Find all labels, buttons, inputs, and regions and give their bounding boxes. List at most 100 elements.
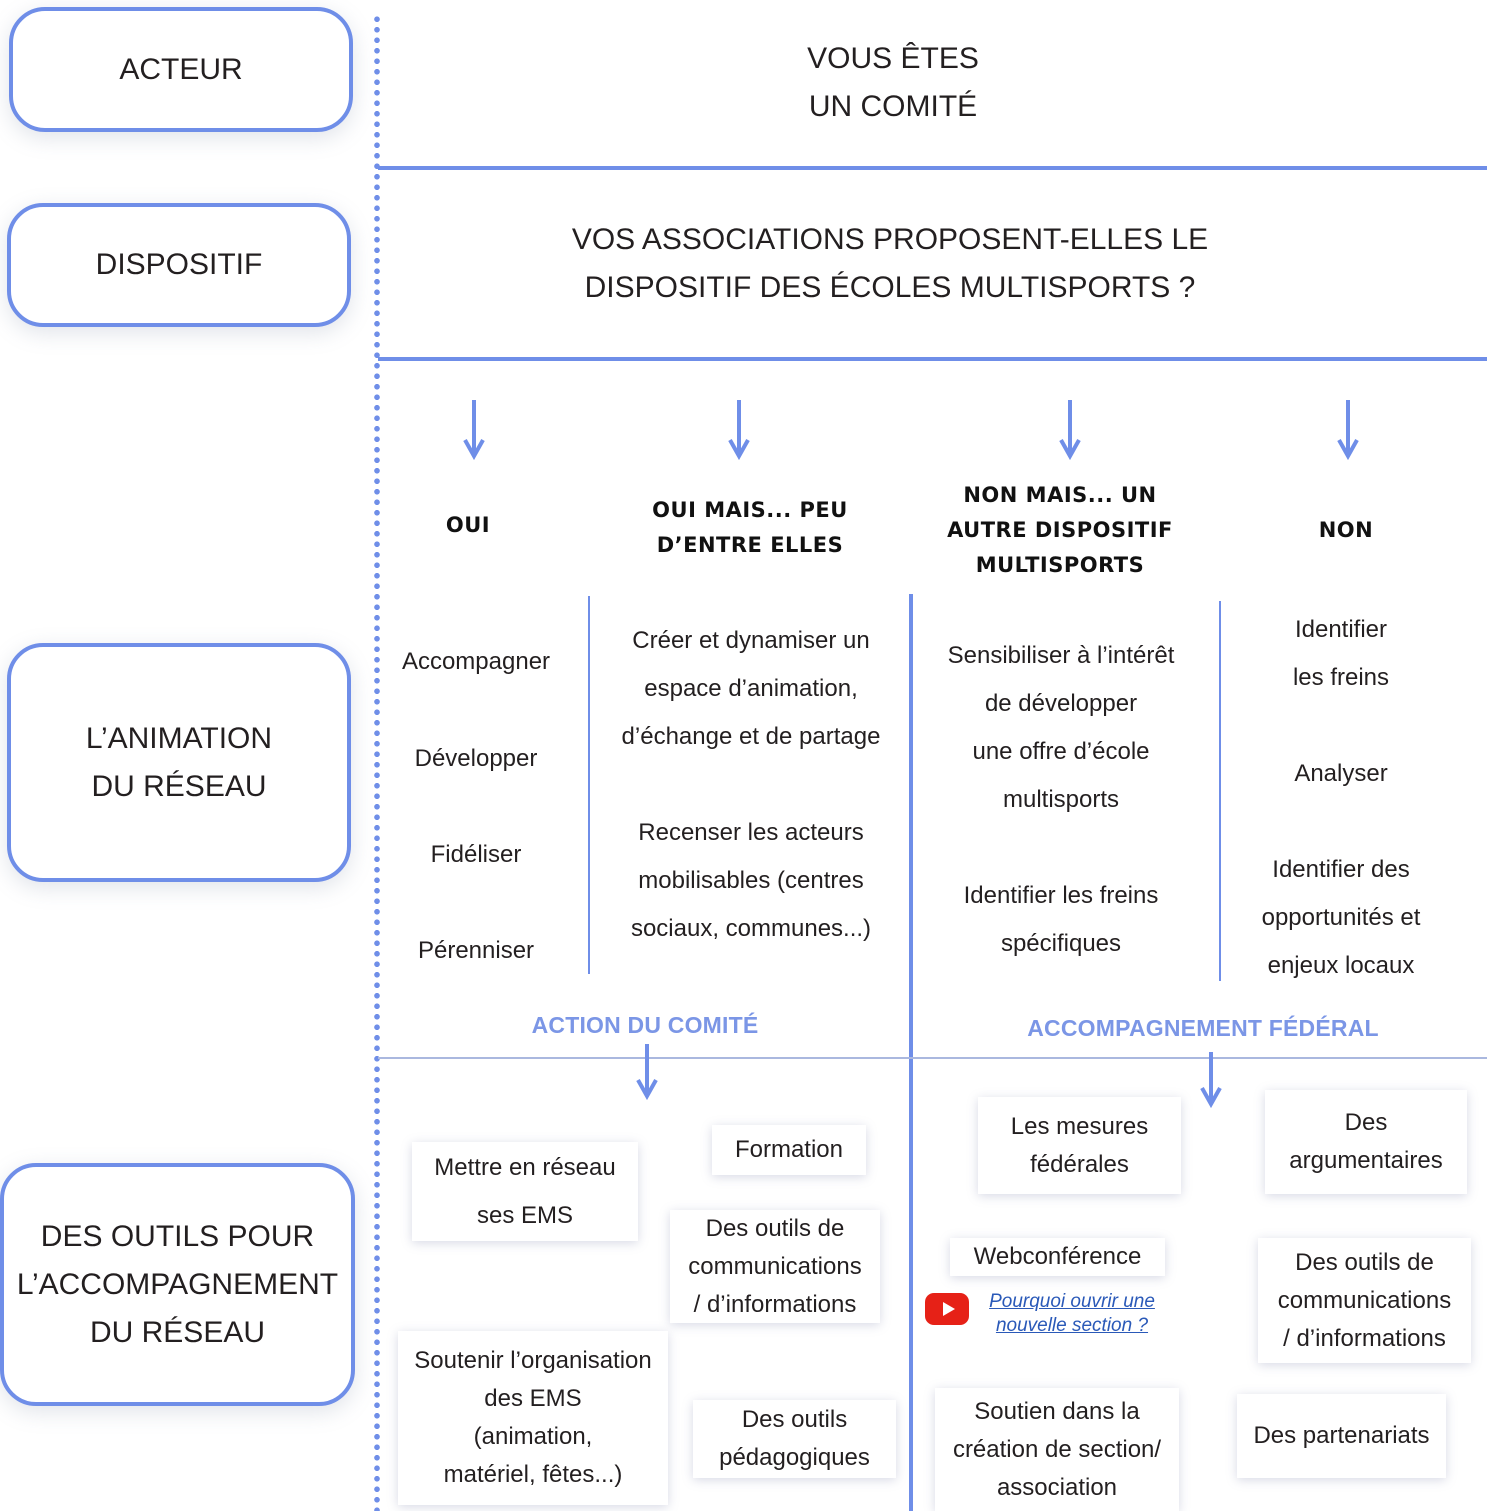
action-item: Accompagner: [401, 648, 551, 675]
column-title-non-mais: NON MAIS... UN AUTRE DISPOSITIF MULTISPO…: [915, 478, 1205, 583]
action-item-line: Identifier des: [1272, 856, 1410, 883]
tool-line: / d’informations: [693, 1290, 857, 1318]
tool-line: Les mesures: [1010, 1112, 1149, 1140]
video-link-line[interactable]: nouvelle section ?: [995, 1315, 1149, 1336]
dotted-separator: [374, 14, 380, 1511]
tool-pedagogy: Des outils pédagogiques: [693, 1400, 896, 1478]
action-item-line: opportunités et: [1261, 904, 1421, 931]
section-label-federal: ACCOMPAGNEMENT FÉDÉRAL: [1027, 1015, 1379, 1041]
video-link[interactable]: Pourquoi ouvrir une nouvelle section ?: [972, 1290, 1172, 1338]
tools-label-line: DU RÉSEAU: [89, 1315, 266, 1349]
tool-line: Des partenariats: [1253, 1422, 1430, 1449]
actor-value-line: UN COMITÉ: [808, 90, 978, 123]
tool-federal-communication: Des outils de communications / d’informa…: [1258, 1238, 1471, 1363]
action-item: Pérenniser: [417, 937, 535, 964]
tool-webconference: Webconférence: [950, 1238, 1165, 1276]
column-divider-3: [1219, 601, 1221, 981]
tool-line: fédérales: [1030, 1150, 1129, 1178]
tool-line: communications: [688, 1252, 862, 1280]
tool-line: Des outils de: [1295, 1248, 1434, 1276]
tool-line: Des outils de: [705, 1214, 845, 1242]
tools-label-box: DES OUTILS POUR L’ACCOMPAGNEMENT DU RÉSE…: [0, 1163, 355, 1406]
device-label: DISPOSITIF: [95, 248, 263, 281]
column-divider-main: [909, 594, 913, 1511]
action-item-line: spécifiques: [1000, 930, 1122, 957]
tool-line: ses EMS: [476, 1201, 574, 1229]
column-title-line: MULTISPORTS: [975, 553, 1145, 577]
section-label-committee: ACTION DU COMITÉ: [531, 1012, 759, 1038]
actor-value-line: VOUS ÊTES: [807, 42, 979, 75]
action-item-line: mobilisables (centres: [638, 867, 864, 894]
actor-label: ACTEUR: [119, 52, 243, 86]
play-triangle-icon: [942, 1302, 955, 1316]
column-title-line: D’ENTRE ELLES: [656, 533, 844, 557]
video-link-line[interactable]: Pourquoi ouvrir une: [989, 1291, 1155, 1312]
tool-federal-measures: Les mesures fédérales: [978, 1097, 1181, 1194]
tool-line: matériel, fêtes...): [443, 1461, 623, 1488]
down-arrow-icon: [1059, 400, 1081, 461]
action-item-line: d’échange et de partage: [621, 723, 881, 750]
down-arrow-icon: [636, 1044, 658, 1101]
tool-partnerships: Des partenariats: [1237, 1394, 1446, 1478]
down-arrow-icon: [728, 400, 750, 461]
action-item-line: Identifier: [1294, 616, 1388, 643]
device-question-line: VOS ASSOCIATIONS PROPOSENT-ELLES LE: [571, 223, 1209, 256]
tool-line: communications: [1277, 1286, 1452, 1314]
tools-label-line: DES OUTILS POUR: [40, 1219, 315, 1253]
action-item-line: les freins: [1292, 664, 1390, 691]
device-question: VOS ASSOCIATIONS PROPOSENT-ELLES LE DISP…: [470, 216, 1310, 312]
action-item-line: sociaux, communes...): [630, 915, 872, 942]
column-title-line: NON: [1318, 518, 1374, 542]
tool-line: création de section/: [952, 1435, 1162, 1463]
tool-network: Mettre en réseau ses EMS: [412, 1142, 638, 1241]
tool-creation-support: Soutien dans la création de section/ ass…: [935, 1388, 1179, 1511]
action-item-line: enjeux locaux: [1267, 952, 1415, 979]
tool-line: (animation,: [473, 1423, 593, 1450]
column-title-oui-mais: OUI MAIS... PEU D’ENTRE ELLES: [600, 493, 900, 563]
tool-line: Soutenir l’organisation: [414, 1347, 652, 1374]
tool-line: Mettre en réseau: [434, 1153, 616, 1181]
column-title-line: OUI MAIS... PEU: [652, 498, 848, 522]
tool-line: Des outils: [741, 1406, 848, 1433]
row-divider-top: [378, 166, 1487, 170]
tool-arguments: Des argumentaires: [1265, 1090, 1467, 1194]
tool-line: pédagogiques: [719, 1444, 870, 1471]
tool-training: Formation: [712, 1125, 866, 1175]
action-item-line: une offre d’école: [972, 738, 1150, 765]
tool-line: argumentaires: [1289, 1147, 1443, 1174]
down-arrow-icon: [1337, 400, 1359, 461]
action-item-line: multisports: [1002, 786, 1120, 813]
tool-line: des EMS: [484, 1385, 582, 1412]
action-item-line: Recenser les acteurs: [638, 819, 864, 846]
action-item-line: Analyser: [1294, 760, 1388, 787]
column-title-oui: OUI: [398, 508, 538, 543]
device-question-line: DISPOSITIF DES ÉCOLES MULTISPORTS ?: [584, 271, 1196, 304]
tool-line: / d’informations: [1283, 1324, 1446, 1352]
action-item-line: espace d’animation,: [644, 675, 858, 702]
column-title-line: AUTRE DISPOSITIF: [947, 518, 1173, 542]
action-item-line: Sensibiliser à l’intérêt: [947, 642, 1175, 669]
action-item: Fidéliser: [430, 841, 522, 868]
action-item-line: Identifier les freins: [963, 882, 1159, 909]
column-title-line: NON MAIS... UN: [963, 483, 1157, 507]
down-arrow-icon: [1200, 1052, 1222, 1109]
animation-label-line: L’ANIMATION: [85, 721, 273, 755]
tool-support: Soutenir l’organisation des EMS (animati…: [398, 1331, 668, 1505]
action-item: Développer: [414, 745, 538, 772]
down-arrow-icon: [463, 400, 485, 461]
animation-label-box: L’ANIMATION DU RÉSEAU: [7, 643, 351, 882]
row-divider-tools: [378, 1057, 1487, 1059]
column-title-non: NON: [1276, 513, 1416, 548]
column-title-line: OUI: [445, 513, 491, 537]
tools-label-line: L’ACCOMPAGNEMENT: [16, 1267, 339, 1301]
column-divider-1: [588, 596, 590, 974]
tool-line: Des: [1344, 1109, 1388, 1136]
action-item-line: de développer: [984, 690, 1138, 717]
youtube-play-icon[interactable]: [925, 1293, 969, 1325]
tool-line: association: [996, 1473, 1118, 1501]
action-item-line: Créer et dynamiser un: [632, 627, 870, 654]
tool-communication: Des outils de communications / d’informa…: [670, 1210, 880, 1323]
tool-line: Webconférence: [973, 1243, 1142, 1270]
actor-label-box: ACTEUR: [9, 7, 353, 132]
animation-label-line: DU RÉSEAU: [91, 769, 267, 803]
